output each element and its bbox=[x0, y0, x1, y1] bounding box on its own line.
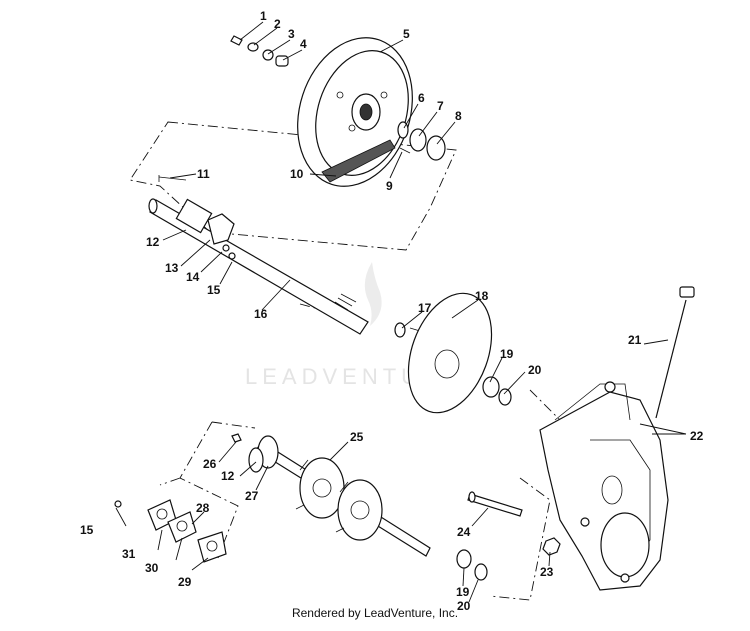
callout-27: 27 bbox=[245, 489, 259, 503]
callout-30: 30 bbox=[145, 561, 159, 575]
callout-20: 20 bbox=[528, 363, 542, 377]
frame-right bbox=[489, 477, 551, 601]
footer-credit: Rendered by LeadVenture, Inc. bbox=[291, 606, 459, 620]
callout-9: 9 bbox=[386, 179, 393, 193]
drive-axle bbox=[255, 435, 431, 557]
drive-belt bbox=[321, 139, 396, 183]
callout-19-lower: 19 bbox=[456, 585, 470, 599]
callout-22: 22 bbox=[690, 429, 704, 443]
callout-29: 29 bbox=[178, 575, 192, 589]
callout-31: 31 bbox=[122, 547, 136, 561]
callout-3: 3 bbox=[288, 27, 295, 41]
callout-11: 11 bbox=[197, 167, 210, 181]
callout-8: 8 bbox=[455, 109, 462, 123]
brake-disc bbox=[394, 292, 512, 414]
driven-shaft bbox=[148, 175, 369, 335]
callout-10: 10 bbox=[290, 167, 304, 181]
callout-1: 1 bbox=[260, 9, 267, 23]
callout-12-lower: 12 bbox=[221, 469, 235, 483]
callout-4: 4 bbox=[300, 37, 307, 51]
callout-26: 26 bbox=[203, 457, 217, 471]
callout-23: 23 bbox=[540, 565, 554, 579]
callout-24: 24 bbox=[457, 525, 471, 539]
callout-5: 5 bbox=[403, 27, 410, 41]
frame-upper bbox=[129, 121, 457, 251]
chaincase-housing bbox=[539, 381, 669, 591]
frame-lower bbox=[159, 421, 256, 559]
leader-lines bbox=[115, 21, 687, 603]
callout-15: 15 bbox=[207, 283, 221, 297]
callout-12: 12 bbox=[146, 235, 160, 249]
callout-17: 17 bbox=[418, 301, 432, 315]
callout-16: 16 bbox=[254, 307, 268, 321]
callout-18: 18 bbox=[475, 289, 489, 303]
callout-21: 21 bbox=[628, 333, 642, 347]
callout-19: 19 bbox=[500, 347, 514, 361]
callout-25: 25 bbox=[350, 430, 364, 444]
callout-7: 7 bbox=[437, 99, 444, 113]
callout-28: 28 bbox=[196, 501, 210, 515]
bearing-flange-set bbox=[114, 433, 264, 563]
callout-20-lower: 20 bbox=[457, 599, 471, 613]
callout-15-lower: 15 bbox=[80, 523, 94, 537]
callout-6: 6 bbox=[418, 91, 425, 105]
callout-14: 14 bbox=[186, 270, 200, 284]
hardware-1-4 bbox=[230, 35, 289, 67]
hardware-6-9 bbox=[397, 121, 446, 161]
axis-line-1 bbox=[299, 303, 561, 421]
callout-13: 13 bbox=[165, 261, 179, 275]
lower-hardware bbox=[456, 491, 561, 581]
callout-2: 2 bbox=[274, 17, 281, 31]
